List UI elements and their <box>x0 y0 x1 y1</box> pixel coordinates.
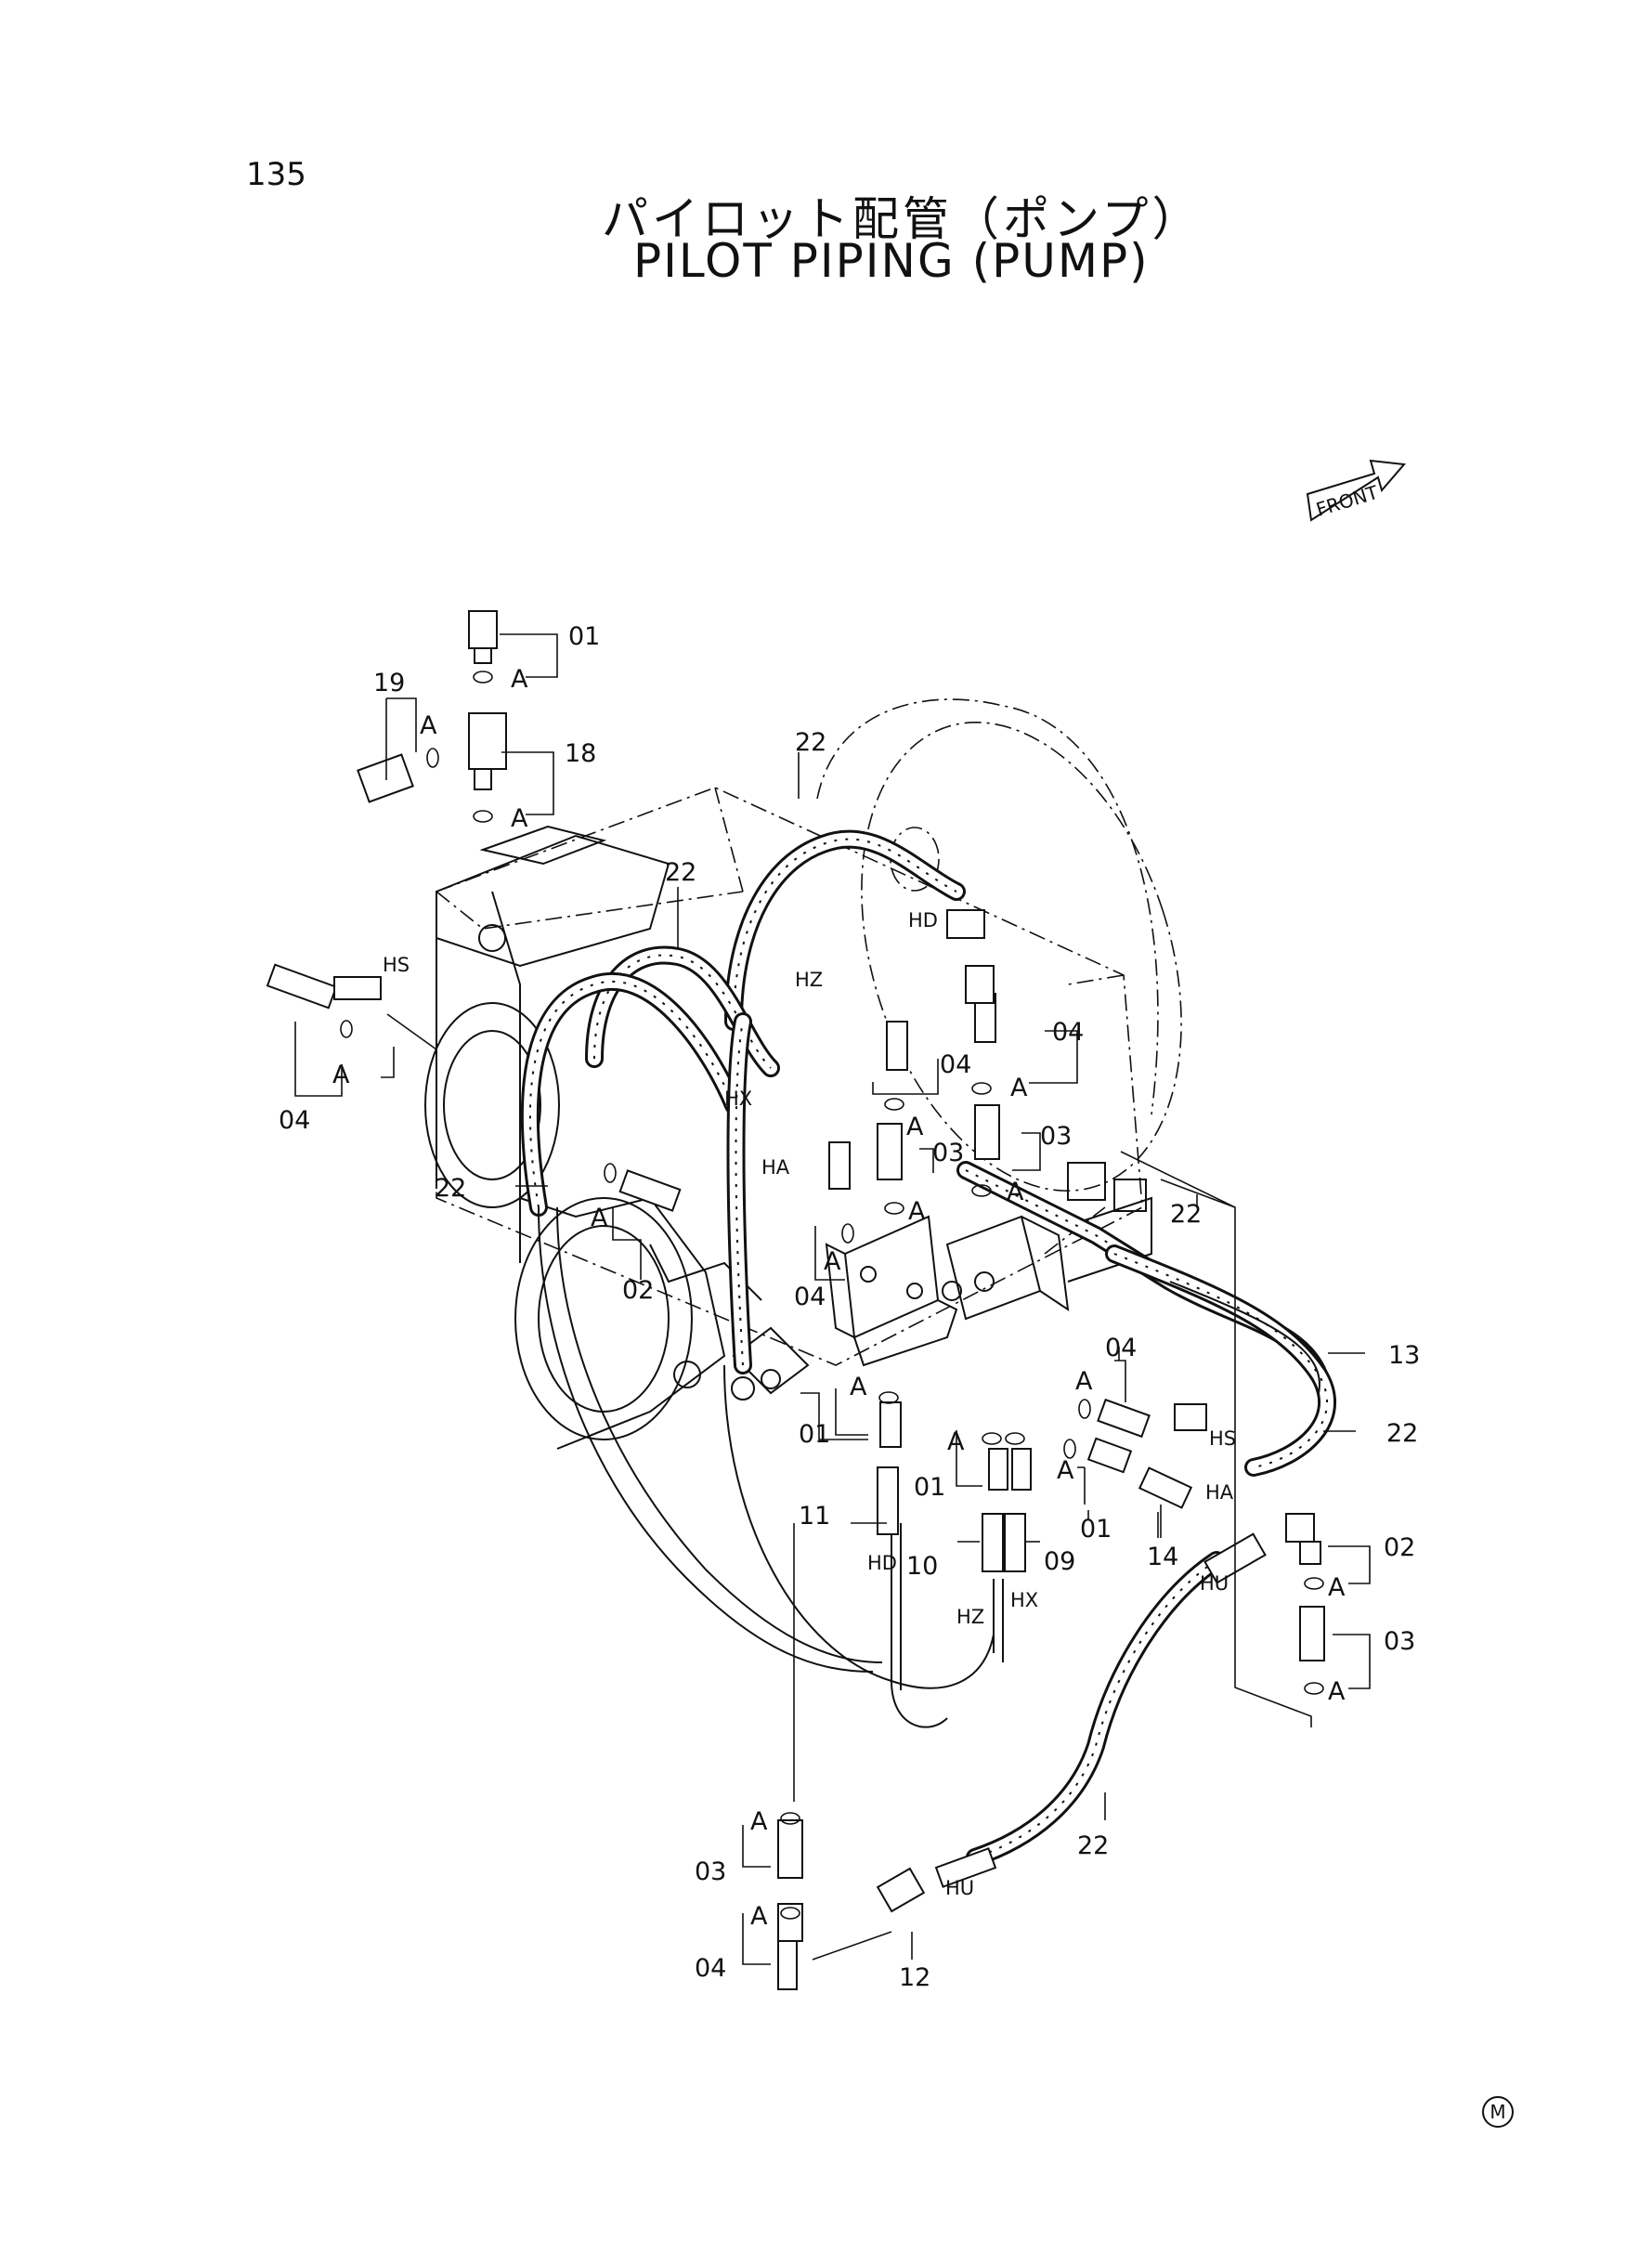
leader-lines <box>294 633 1371 1965</box>
port-label-hd: HD <box>867 1552 897 1574</box>
port-label-hs: HS <box>383 954 410 976</box>
part-label-09: 09 <box>1044 1547 1075 1576</box>
seal-mark-a: A <box>1075 1367 1093 1396</box>
part-label-03: 03 <box>695 1857 726 1886</box>
part-label-01: 01 <box>1080 1515 1112 1544</box>
seal-mark-a: A <box>511 665 528 694</box>
part-label-10: 10 <box>906 1552 938 1581</box>
seal-mark-a: A <box>1057 1456 1074 1485</box>
seal-mark-a: A <box>591 1204 608 1232</box>
part-labels: 01 19 18 22 22 04 04 04 03 03 22 02 04 2… <box>279 622 1420 1992</box>
fittings <box>266 610 1325 1990</box>
part-label-03: 03 <box>1384 1627 1415 1656</box>
seal-mark-a: A <box>420 711 437 740</box>
manual-symbol: M <box>1482 2096 1514 2128</box>
part-label-04: 04 <box>794 1283 826 1311</box>
part-label-02: 02 <box>622 1276 654 1305</box>
part-label-14: 14 <box>1147 1543 1178 1571</box>
part-label-22: 22 <box>795 728 826 757</box>
port-label-hx: HX <box>1010 1589 1038 1611</box>
part-label-22: 22 <box>1170 1200 1202 1229</box>
port-label-hu: HU <box>945 1877 974 1899</box>
seal-marks: A A A A A A A A A A A A A A A A A A <box>332 665 1346 1931</box>
pilot-hoses <box>520 829 1337 1867</box>
seal-mark-a: A <box>1007 1178 1024 1206</box>
seal-mark-a: A <box>1010 1074 1028 1102</box>
seal-mark-a: A <box>511 804 528 833</box>
port-label-hd: HD <box>908 909 938 932</box>
part-label-13: 13 <box>1388 1341 1420 1370</box>
part-label-19: 19 <box>373 669 405 697</box>
part-label-01: 01 <box>914 1473 945 1502</box>
part-label-22: 22 <box>665 858 696 887</box>
o-rings <box>340 671 1324 1920</box>
part-label-04: 04 <box>695 1954 726 1983</box>
title-japanese: パイロット配管（ポンプ） <box>602 192 1203 246</box>
part-label-04: 04 <box>1052 1018 1084 1047</box>
part-label-03: 03 <box>1040 1122 1072 1151</box>
seal-mark-a: A <box>947 1427 965 1456</box>
seal-mark-a: A <box>850 1373 867 1401</box>
seal-mark-a: A <box>1328 1573 1346 1602</box>
part-label-03: 03 <box>932 1139 964 1167</box>
part-label-01: 01 <box>799 1420 830 1449</box>
port-label-hz: HZ <box>956 1606 984 1628</box>
part-label-11: 11 <box>799 1502 830 1531</box>
port-labels: HS HD HZ HX HA HS HA HU HD HZ HX HU <box>383 909 1236 1899</box>
seal-mark-a: A <box>824 1247 841 1276</box>
part-label-04: 04 <box>1105 1334 1137 1362</box>
part-label-22: 22 <box>1386 1419 1418 1448</box>
valve-block <box>731 1162 1152 1401</box>
port-label-hu: HU <box>1200 1572 1229 1595</box>
part-label-18: 18 <box>565 739 596 768</box>
port-label-hs: HS <box>1209 1427 1236 1450</box>
pilot-lines <box>538 1206 1320 1728</box>
port-label-hx: HX <box>724 1088 752 1110</box>
front-arrow-icon: FRONT <box>1306 459 1406 522</box>
part-label-04: 04 <box>279 1106 310 1135</box>
front-label: FRONT <box>1313 481 1381 521</box>
title-english: PILOT PIPING (PUMP) <box>633 234 1150 288</box>
seal-mark-a: A <box>332 1061 350 1089</box>
port-label-ha: HA <box>1205 1481 1234 1504</box>
pump-body <box>436 698 1182 1366</box>
port-label-hz: HZ <box>795 969 823 991</box>
part-label-22: 22 <box>1077 1831 1109 1860</box>
page-number: 135 <box>246 156 306 193</box>
seal-mark-a: A <box>908 1197 926 1226</box>
part-label-01: 01 <box>568 622 600 651</box>
seal-mark-a: A <box>906 1113 924 1141</box>
seal-mark-a: A <box>1328 1677 1346 1706</box>
port-label-ha: HA <box>761 1156 790 1179</box>
part-label-02: 02 <box>1384 1533 1415 1562</box>
part-label-22: 22 <box>435 1174 466 1203</box>
seal-mark-a: A <box>750 1807 768 1836</box>
seal-mark-a: A <box>750 1902 768 1931</box>
part-label-04: 04 <box>940 1050 971 1079</box>
pump-regulator <box>424 825 762 1450</box>
part-label-12: 12 <box>899 1963 930 1992</box>
